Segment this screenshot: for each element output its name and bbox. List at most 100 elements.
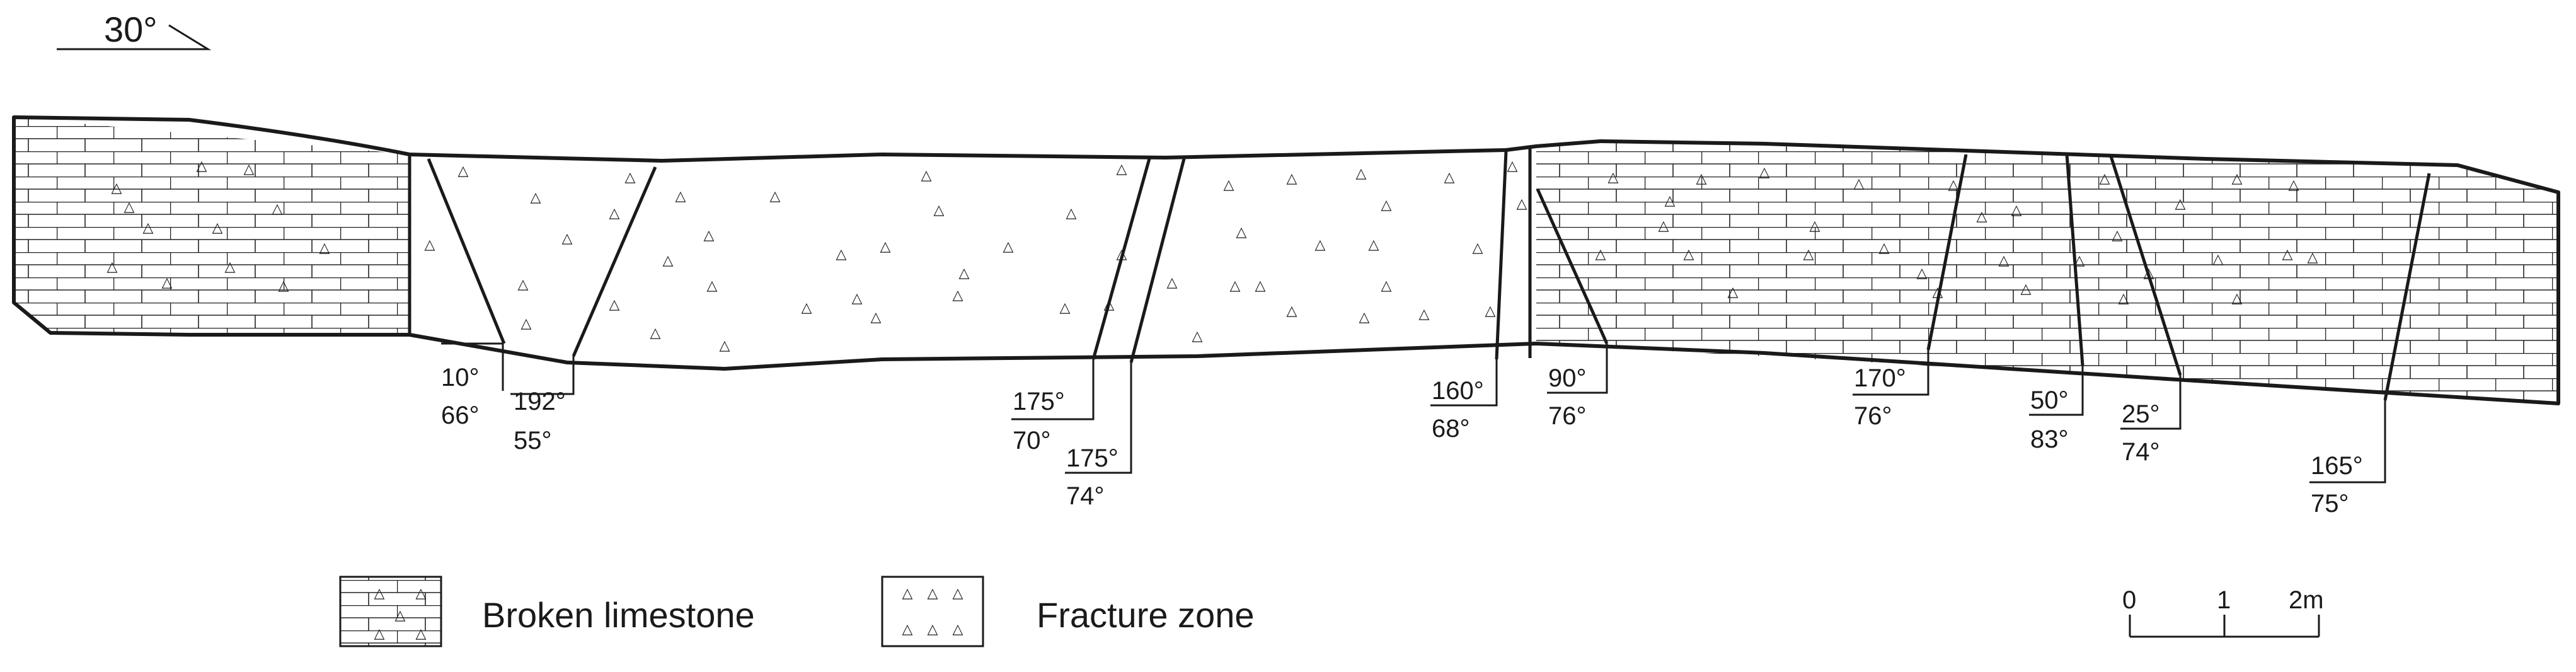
- limestone-triangle-icon: △: [1803, 246, 1814, 262]
- fault-trace: [2383, 173, 2431, 401]
- fracture-triangle-icon: △: [676, 188, 686, 204]
- fault-trace: [427, 158, 506, 344]
- fault-4: 175° 74°: [1065, 156, 1187, 510]
- fracture-triangle-icon: △: [1003, 238, 1014, 254]
- legend-fracture-triangle-icon: △: [902, 621, 913, 637]
- fault-leader: [1853, 350, 1929, 396]
- fracture-triangle-icon: △: [1473, 240, 1483, 255]
- fracture-zone-fill: △△△△△△△△△△△△△△△△△△△△△△△△△△△△△△△△△△△△△△△△…: [425, 158, 1527, 353]
- fault-leader: [2309, 400, 2386, 484]
- fracture-triangle-icon: △: [852, 290, 863, 306]
- fracture-triangle-icon: △: [1060, 299, 1071, 315]
- fault-strike: 10°: [441, 364, 480, 391]
- fault-5: 160°68°: [1430, 151, 1508, 443]
- fracture-triangle-icon: △: [871, 309, 882, 325]
- fracture-triangle-icon: △: [1236, 224, 1247, 240]
- fault-dip: 76°: [1548, 402, 1587, 430]
- limestone-triangle-icon: △: [1917, 265, 1928, 281]
- fracture-triangle-icon: △: [1230, 277, 1241, 293]
- fault-dip: 75°: [2311, 490, 2349, 518]
- fault-10: 165°75°: [2309, 173, 2431, 518]
- fault-dip: 83°: [2030, 426, 2069, 453]
- limestone-triangle-icon: △: [2289, 177, 2299, 192]
- limestone-triangle-icon: △: [2119, 290, 2129, 306]
- limestone-triangle-icon: △: [212, 219, 223, 235]
- fracture-triangle-icon: △: [1315, 236, 1326, 252]
- limestone-triangle-icon: △: [143, 219, 154, 235]
- limestone-triangle-icon: △: [1977, 208, 1987, 224]
- limestone-triangle-icon: △: [1728, 284, 1739, 299]
- fault-9: 25°74°: [2109, 156, 2182, 466]
- fault-leader: [1430, 359, 1498, 407]
- fault-1: 10°66°: [427, 158, 506, 429]
- legend-fracture-triangle-icon: △: [953, 585, 963, 601]
- fault-leader: [510, 356, 575, 395]
- fracture-triangle-icon: △: [953, 287, 963, 303]
- limestone-triangle-icon: △: [2282, 246, 2293, 262]
- fault-trace: [1926, 154, 1968, 350]
- limestone-triangle-icon: △: [112, 180, 122, 195]
- limestone-triangle-icon: △: [2232, 290, 2243, 306]
- north-arrow-label: 30°: [104, 9, 158, 49]
- fracture-triangle-icon: △: [1117, 161, 1127, 177]
- fracture-triangle-icon: △: [663, 252, 674, 268]
- legend-fracture-triangle-icon: △: [953, 621, 963, 637]
- north-arrow: 30°: [57, 9, 212, 50]
- limestone-triangle-icon: △: [1684, 246, 1694, 262]
- fracture-triangle-icon: △: [425, 236, 435, 252]
- fracture-triangle-icon: △: [880, 238, 891, 254]
- fracture-triangle-icon: △: [1369, 236, 1379, 252]
- fault-leader: [1547, 344, 1608, 394]
- limestone-triangle-icon: △: [2074, 252, 2085, 268]
- fault-dip: 74°: [2122, 438, 2160, 466]
- fault-strike: 160°: [1432, 377, 1484, 405]
- limestone-triangle-icon: △: [1810, 217, 1820, 233]
- limestone-triangle-icon: △: [1596, 246, 1606, 262]
- fracture-triangle-icon: △: [521, 315, 532, 331]
- fault-trace: [1536, 188, 1609, 345]
- fracture-triangle-icon: △: [531, 189, 541, 205]
- limestone-triangle-icon: △: [1854, 175, 1865, 191]
- fracture-triangle-icon: △: [934, 202, 945, 217]
- broken-limestone-left: △△△△△△△△△△△△: [14, 117, 410, 335]
- scale-label-1: 1: [2217, 586, 2231, 614]
- fracture-triangle-icon: △: [1517, 195, 1527, 211]
- fault-leader: [2120, 375, 2182, 430]
- fault-trace: [2065, 154, 2084, 366]
- fault-trace: [2109, 156, 2182, 376]
- limestone-triangle-icon: △: [1759, 164, 1770, 180]
- limestone-triangle-icon: △: [2308, 249, 2318, 265]
- fracture-triangle-icon: △: [1419, 306, 1430, 322]
- fracture-triangle-icon: △: [518, 276, 529, 292]
- fault-trace: [1495, 151, 1508, 360]
- fault-dip: 74°: [1066, 482, 1105, 510]
- limestone-triangle-icon: △: [2011, 202, 2022, 217]
- fracture-triangle-icon: △: [1224, 177, 1234, 192]
- fault-strike: 50°: [2030, 386, 2069, 414]
- fault-strike: 175°: [1066, 444, 1118, 472]
- scale-label-2: 2m: [2289, 586, 2324, 614]
- limestone-triangle-icon: △: [2175, 195, 2186, 211]
- fracture-triangle-icon: △: [1066, 205, 1077, 221]
- fracture-triangle-icon: △: [609, 296, 620, 312]
- legend-broken-limestone: △△△△△ Broken limestone: [339, 576, 755, 647]
- fault-dip: 55°: [514, 427, 552, 455]
- limestone-triangle-icon: △: [197, 158, 207, 173]
- fault-leader: [2029, 366, 2084, 416]
- fracture-triangle-icon: △: [802, 299, 812, 315]
- faults: 10°66°192°55°175°70°175°74°160°68°90°76°…: [427, 151, 2431, 518]
- limestone-triangle-icon: △: [272, 200, 283, 216]
- limestone-triangle-icon: △: [2232, 170, 2243, 186]
- legend-fracture-zone: △△△△△△ Fracture zone: [881, 576, 1255, 647]
- fault-strike: 192°: [514, 388, 566, 415]
- fracture-triangle-icon: △: [921, 167, 932, 183]
- fracture-triangle-icon: △: [704, 227, 715, 243]
- fracture-triangle-icon: △: [625, 169, 636, 185]
- legend-fracture-triangle-icon: △: [928, 621, 938, 637]
- fracture-triangle-icon: △: [1255, 277, 1266, 293]
- limestone-triangle-icon: △: [2213, 251, 2224, 267]
- fault-strike: 25°: [2122, 400, 2160, 428]
- fault-trace: [1129, 156, 1187, 363]
- fault-leader: [1011, 359, 1095, 420]
